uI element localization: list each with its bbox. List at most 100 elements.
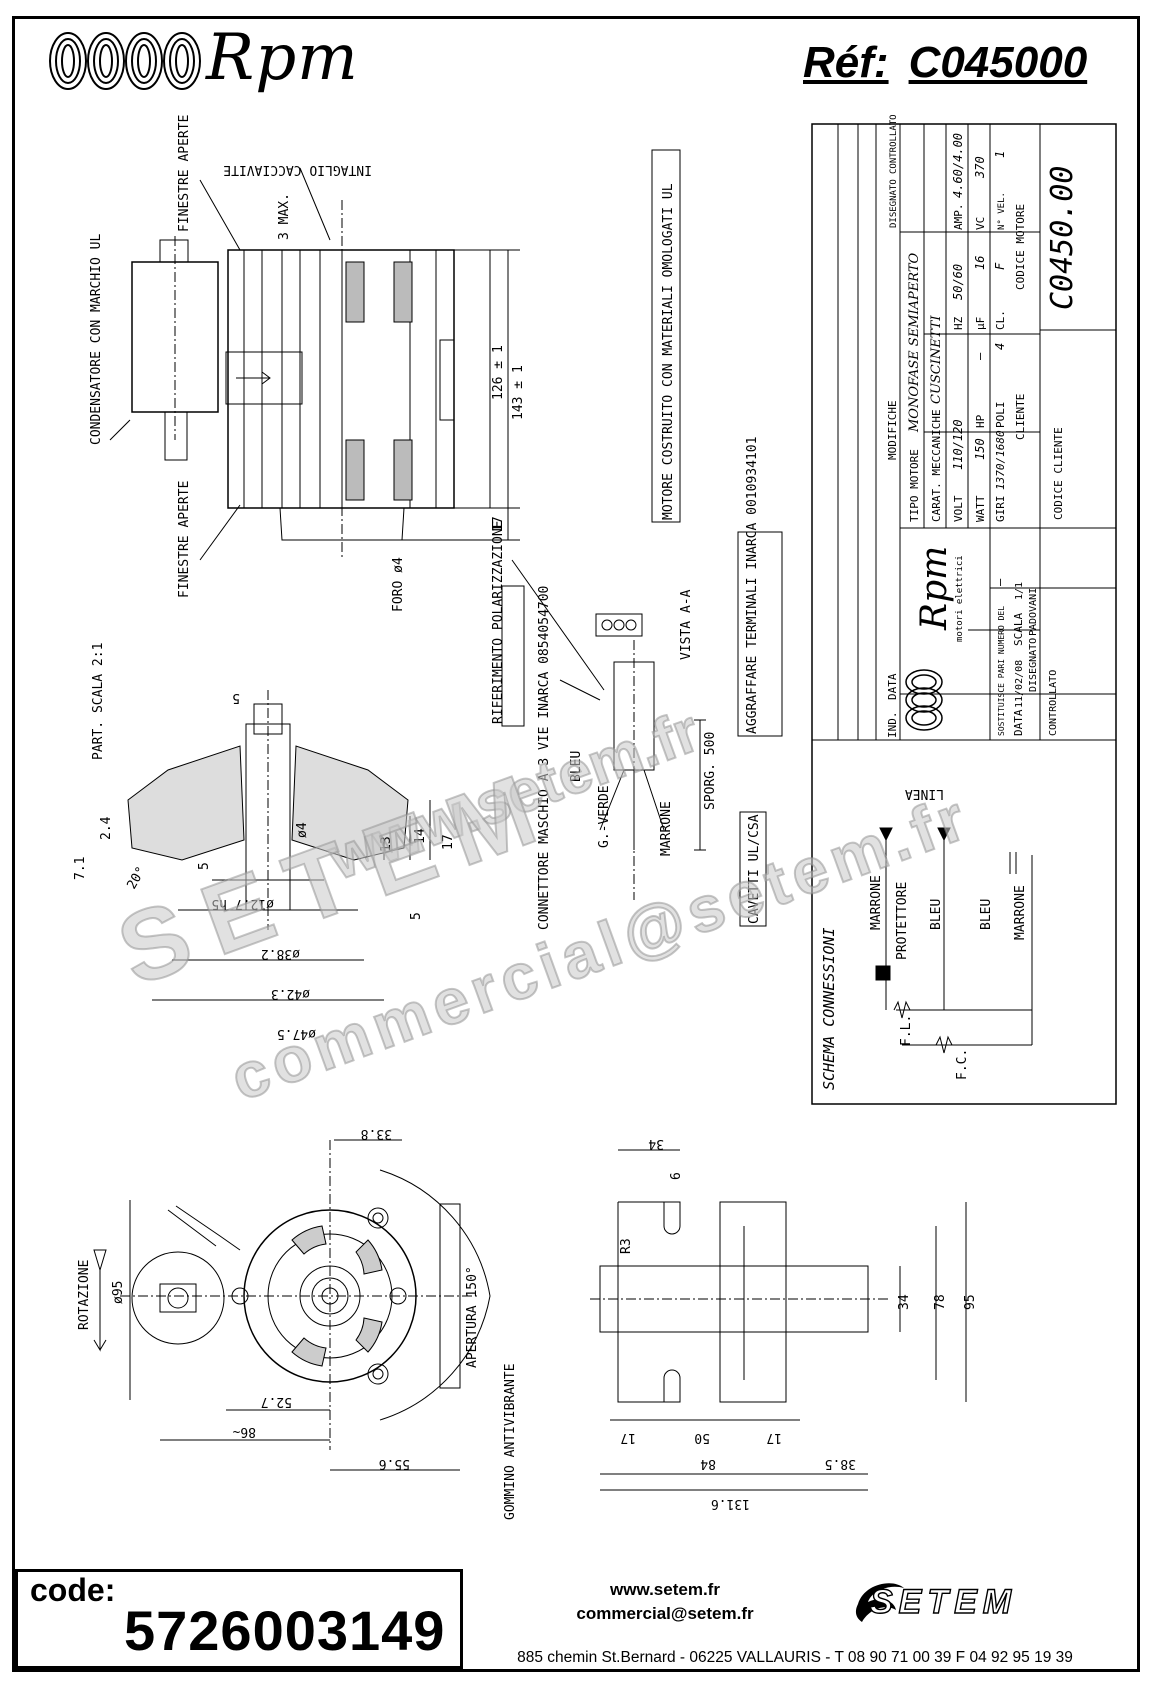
- label-finestre-bottom: FINESTRE APERTE: [177, 481, 192, 598]
- label-bleu: BLEU: [569, 751, 584, 782]
- rpm-coil-logo: [49, 32, 201, 90]
- label-foro: FORO ø4: [391, 557, 406, 612]
- bracket-labels: 34 6 R3 34 78 95 17 50 17 84 38.5 131.6: [619, 1136, 978, 1511]
- tb-cl-label: CL.: [994, 310, 1007, 330]
- shaft-labels: PART. SCALA 2:1 2.4 7.1 20° 5 13 14 17 5…: [73, 643, 456, 1041]
- label-part-scala: PART. SCALA 2:1: [91, 643, 106, 760]
- tb-tipo-value: MONOFASE SEMIAPERTO: [907, 252, 922, 433]
- label-423: ø42.3: [271, 986, 310, 1001]
- tb-disegnato-value: PADOVANI: [1028, 588, 1039, 636]
- label-marrone1: MARRONE: [869, 875, 884, 930]
- tb-nvel-value: 1: [993, 151, 1007, 158]
- tb-modifiche: MODIFICHE: [886, 400, 899, 460]
- tb-hp-value: –: [973, 352, 987, 360]
- tb-sostituisce-label: SOSTITUISCE PARI NUMERO DEL: [997, 606, 1006, 736]
- website-link[interactable]: www.setem.fr: [610, 1580, 720, 1599]
- tb-data: DATA: [886, 673, 899, 700]
- tb-amp-label: AMP.: [952, 204, 965, 231]
- tb-giri-value: 1370/1680: [994, 430, 1007, 490]
- setem-swirl-icon: [855, 1583, 904, 1622]
- email-link[interactable]: commercial@setem.fr: [576, 1604, 754, 1623]
- label-84: 84: [700, 1456, 716, 1471]
- label-95b: 95: [963, 1294, 978, 1310]
- label-protettore: PROTETTORE: [895, 882, 910, 960]
- mounting-bracket: [590, 1149, 967, 1491]
- tb-codice-motore-label: CODICE MOTORE: [1014, 204, 1027, 290]
- label-marrone: MARRONE: [659, 801, 674, 856]
- label-linea: LINEA: [905, 786, 944, 801]
- tb-volt-value: 110/120: [951, 419, 965, 470]
- tb-hz-value: 50/60: [951, 264, 965, 300]
- label-connettore: CONNETTORE MASCHIO A 3 VIE INARCA 085405…: [537, 586, 552, 930]
- wiring-diagram: [875, 827, 1033, 1054]
- tb-hz-label: HZ: [952, 316, 965, 330]
- tb-nvel-label: N° VEL.: [997, 192, 1007, 230]
- tb-carat-value: CUSCINETTI: [929, 315, 944, 404]
- label-385: 38.5: [825, 1456, 856, 1471]
- label-475: ø47.5: [277, 1026, 316, 1041]
- tb-disegnato-label: DISEGNATO: [1028, 638, 1039, 692]
- label-338: 33.8: [361, 1126, 392, 1141]
- tb-watt-label: WATT: [974, 495, 987, 522]
- setem-logo: SETEM: [869, 1582, 1018, 1621]
- tb-codice-motore-value: C0450.00: [1045, 166, 1080, 311]
- code-value: 5726003149: [124, 1599, 446, 1662]
- connector-detail: [511, 559, 706, 900]
- tb-scala-label: SCALA: [1012, 613, 1025, 646]
- label-1316: 131.6: [711, 1496, 750, 1511]
- tb-hp-label: HP: [974, 414, 987, 428]
- code-label: code:: [30, 1572, 116, 1608]
- label-5a: 5: [197, 862, 212, 870]
- label-71: 7.1: [73, 857, 88, 880]
- label-vista: VISTA A-A: [679, 589, 694, 660]
- tb-uf-value: 16: [973, 256, 987, 270]
- label-527: 52.7: [261, 1394, 292, 1409]
- tb-vc-label: VC: [974, 217, 987, 230]
- label-78: 78: [933, 1294, 948, 1310]
- label-bleu2: BLEU: [979, 899, 994, 930]
- label-17c: 17: [620, 1430, 636, 1445]
- tb-uf-label: µF: [974, 317, 987, 330]
- label-34b: 34: [897, 1294, 912, 1310]
- label-aggraffare: AGGRAFFARE TERMINALI INARCA 0010934101: [745, 437, 760, 734]
- motore-ul-box: [651, 149, 681, 523]
- label-34a: 34: [648, 1136, 664, 1151]
- tb-controllato: CONTROLLATO: [889, 114, 899, 174]
- tb-giri-label: GIRI: [994, 496, 1007, 523]
- motor-front-view: [93, 1139, 491, 1471]
- label-14: 14: [413, 828, 428, 844]
- label-r3: R3: [619, 1238, 634, 1254]
- reference-label: Réf:: [803, 38, 889, 87]
- tb-data-label: DATA: [1012, 709, 1025, 736]
- label-bleu1: BLEU: [929, 899, 944, 930]
- tb-poli-value: 4: [993, 343, 1007, 350]
- motor-side-view: [109, 167, 520, 561]
- label-max3: 3 MAX.: [277, 193, 292, 240]
- label-17b: 17: [441, 834, 456, 850]
- label-rotazione: ROTAZIONE: [77, 1260, 92, 1330]
- wiring-labels: SCHEMA CONNESSIONI LINEA MARRONE PROTETT…: [820, 786, 1028, 1090]
- label-127: ø12.7 h5: [211, 896, 274, 911]
- motor-side-labels: CONDENSATORE CON MARCHIO UL FINESTRE APE…: [89, 115, 526, 612]
- tb-cl-value: F: [993, 262, 1007, 270]
- tb-carat-label: CARAT. MECCANICHE: [930, 409, 943, 522]
- tb-controllato-label: CONTROLLATO: [1048, 670, 1059, 736]
- label-20: 20°: [124, 864, 149, 892]
- tb-watt-value: 150: [973, 438, 987, 460]
- label-fl: F.L.: [899, 1015, 914, 1046]
- label-schema-title: SCHEMA CONNESSIONI: [820, 927, 838, 1090]
- label-s5: 5: [232, 690, 240, 705]
- tb-tipo-label: TIPO MOTORE: [908, 449, 921, 522]
- connector-labels: RIFERIMENTO POLARIZZAZIONE VISTA A-A AGG…: [491, 437, 783, 930]
- label-556: 55.6: [379, 1456, 410, 1471]
- tb-rpm-coil: [905, 669, 943, 731]
- label-d4: ø4: [295, 822, 310, 838]
- label-17: 17: [491, 516, 506, 532]
- tb-disegnato: DISEGNATO: [889, 179, 899, 228]
- label-50: 50: [694, 1430, 710, 1445]
- tb-codice-cliente-label: CODICE CLIENTE: [1052, 427, 1065, 520]
- tb-ind: IND.: [886, 712, 899, 739]
- label-126: 126 ± 1: [491, 345, 506, 400]
- label-g-verde: G.-VERDE: [597, 785, 612, 848]
- label-d95: ø95: [111, 1281, 126, 1304]
